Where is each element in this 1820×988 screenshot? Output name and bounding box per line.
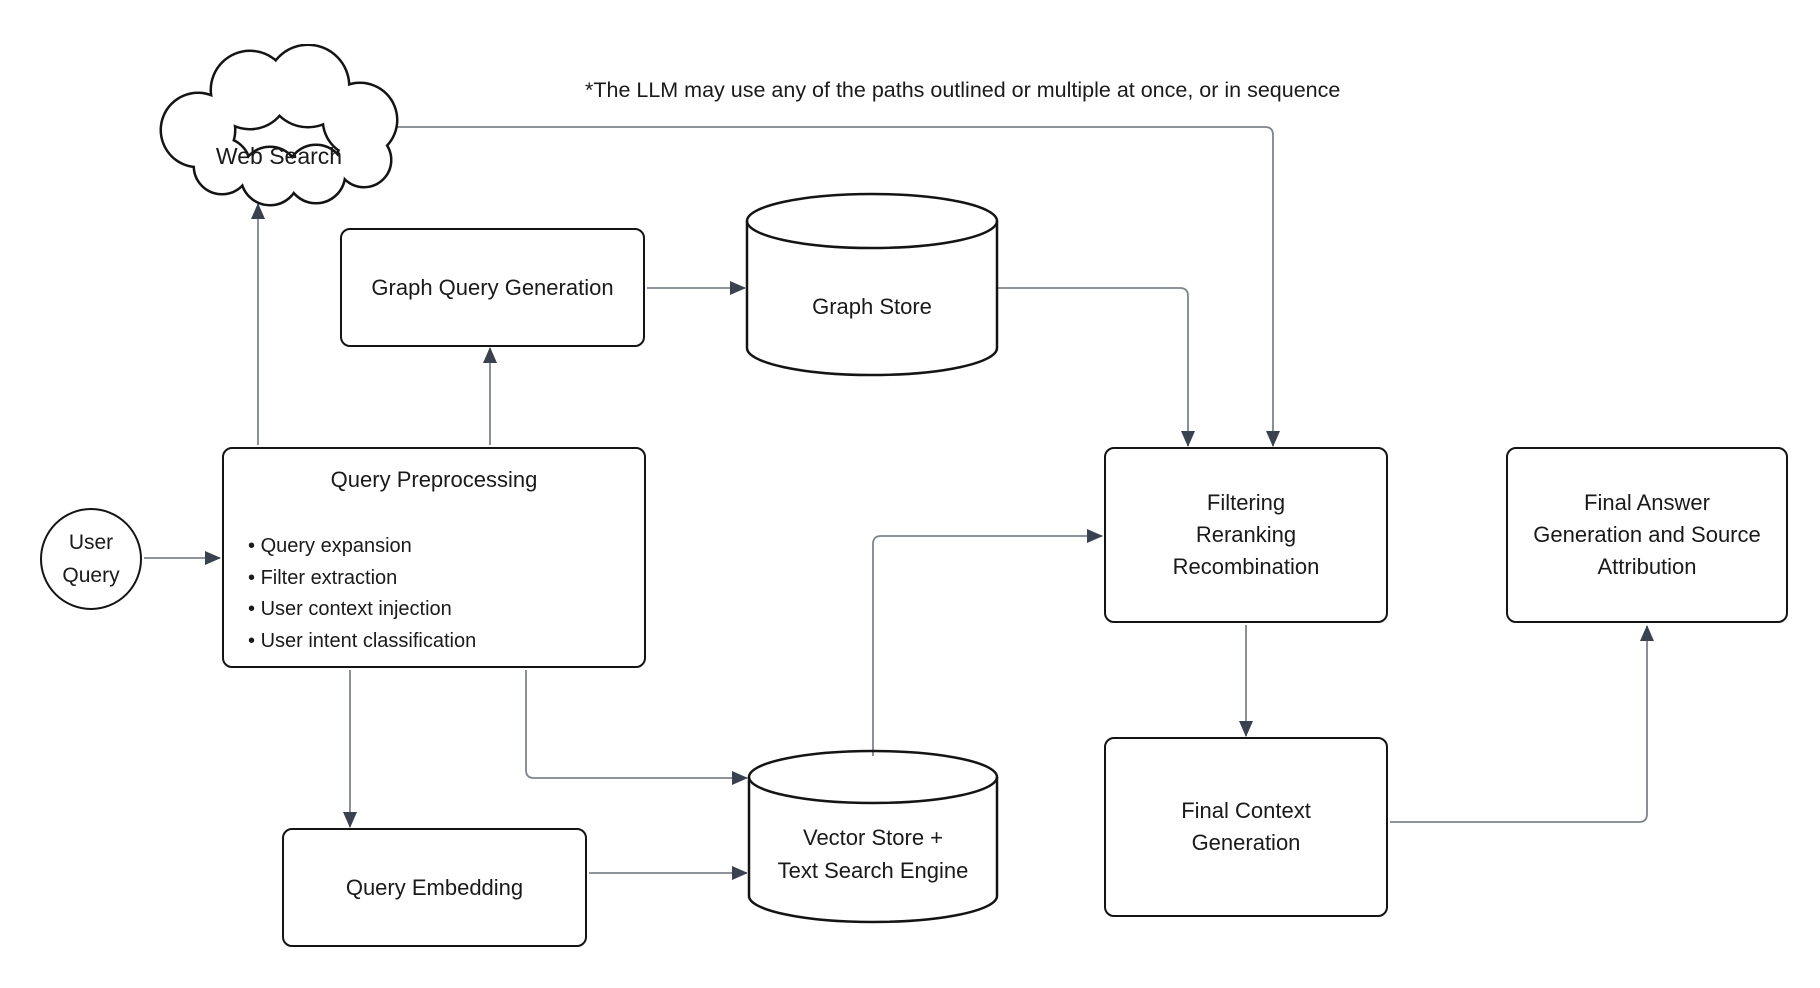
node-label-graph-store: Graph Store <box>812 294 932 319</box>
bullet-user-intent-classification: User intent classification <box>248 626 644 658</box>
node-label-vector-store-line2: Text Search Engine <box>777 858 969 883</box>
node-label-final-answer-line1: Final Answer <box>1584 490 1710 515</box>
node-label-vector-store: Vector Store + Text Search Engine <box>746 821 1000 887</box>
node-graph-query-generation: Graph Query Generation <box>340 228 645 347</box>
edge-web-search-to-filtering <box>393 126 1280 447</box>
database-icon <box>747 749 999 924</box>
node-final-context-generation: Final Context Generation <box>1104 737 1388 917</box>
node-user-query: User Query <box>40 508 142 610</box>
node-label-user-query-line1: User <box>68 531 114 554</box>
node-query-embedding: Query Embedding <box>282 828 587 947</box>
node-label-vector-store-line1: Vector Store + <box>802 825 944 850</box>
edge-graph-store-to-filtering <box>996 287 1195 447</box>
query-preprocessing-bullet-list: Query expansion Filter extraction User c… <box>224 531 644 658</box>
edge-final-context-generation-to-final-answer <box>1390 625 1654 823</box>
node-label-query-embedding: Query Embedding <box>345 874 524 900</box>
bullet-user-context-injection: User context injection <box>248 594 644 626</box>
bullet-query-expansion: Query expansion <box>248 531 644 563</box>
node-graph-store: Graph Store <box>744 192 1000 378</box>
node-label-filtering-line1: Filtering <box>1206 490 1286 515</box>
node-label-user-query-line2: Query <box>62 564 120 587</box>
edge-vector-store-to-filtering <box>872 529 1103 756</box>
node-title-query-preprocessing: Query Preprocessing <box>330 467 538 492</box>
node-label-web-search: Web Search <box>215 143 343 169</box>
node-label-final-answer-line2: Generation and Source <box>1533 522 1761 547</box>
bullet-filter-extraction: Filter extraction <box>248 563 644 595</box>
node-query-preprocessing: Query Preprocessing Query expansion Filt… <box>222 447 646 668</box>
node-web-search: Web Search <box>158 44 400 209</box>
database-icon <box>745 192 999 377</box>
cloud-icon <box>159 44 399 207</box>
node-label-final-context-line2: Generation <box>1191 830 1301 855</box>
node-label-graph-query-generation: Graph Query Generation <box>371 274 614 300</box>
node-label-final-answer-line3: Attribution <box>1597 554 1697 579</box>
node-label-final-context-line1: Final Context <box>1181 798 1311 823</box>
node-label-filtering-line3: Recombination <box>1172 554 1320 579</box>
edge-query-preprocessing-to-vector-store <box>525 670 748 785</box>
diagram-annotation: *The LLM may use any of the paths outlin… <box>585 78 1341 102</box>
node-filtering-reranking-recombination: Filtering Reranking Recombination <box>1104 447 1388 623</box>
node-final-answer: Final Answer Generation and Source Attri… <box>1506 447 1788 623</box>
node-label-filtering-line2: Reranking <box>1195 522 1297 547</box>
node-vector-store: Vector Store + Text Search Engine <box>746 749 1000 924</box>
